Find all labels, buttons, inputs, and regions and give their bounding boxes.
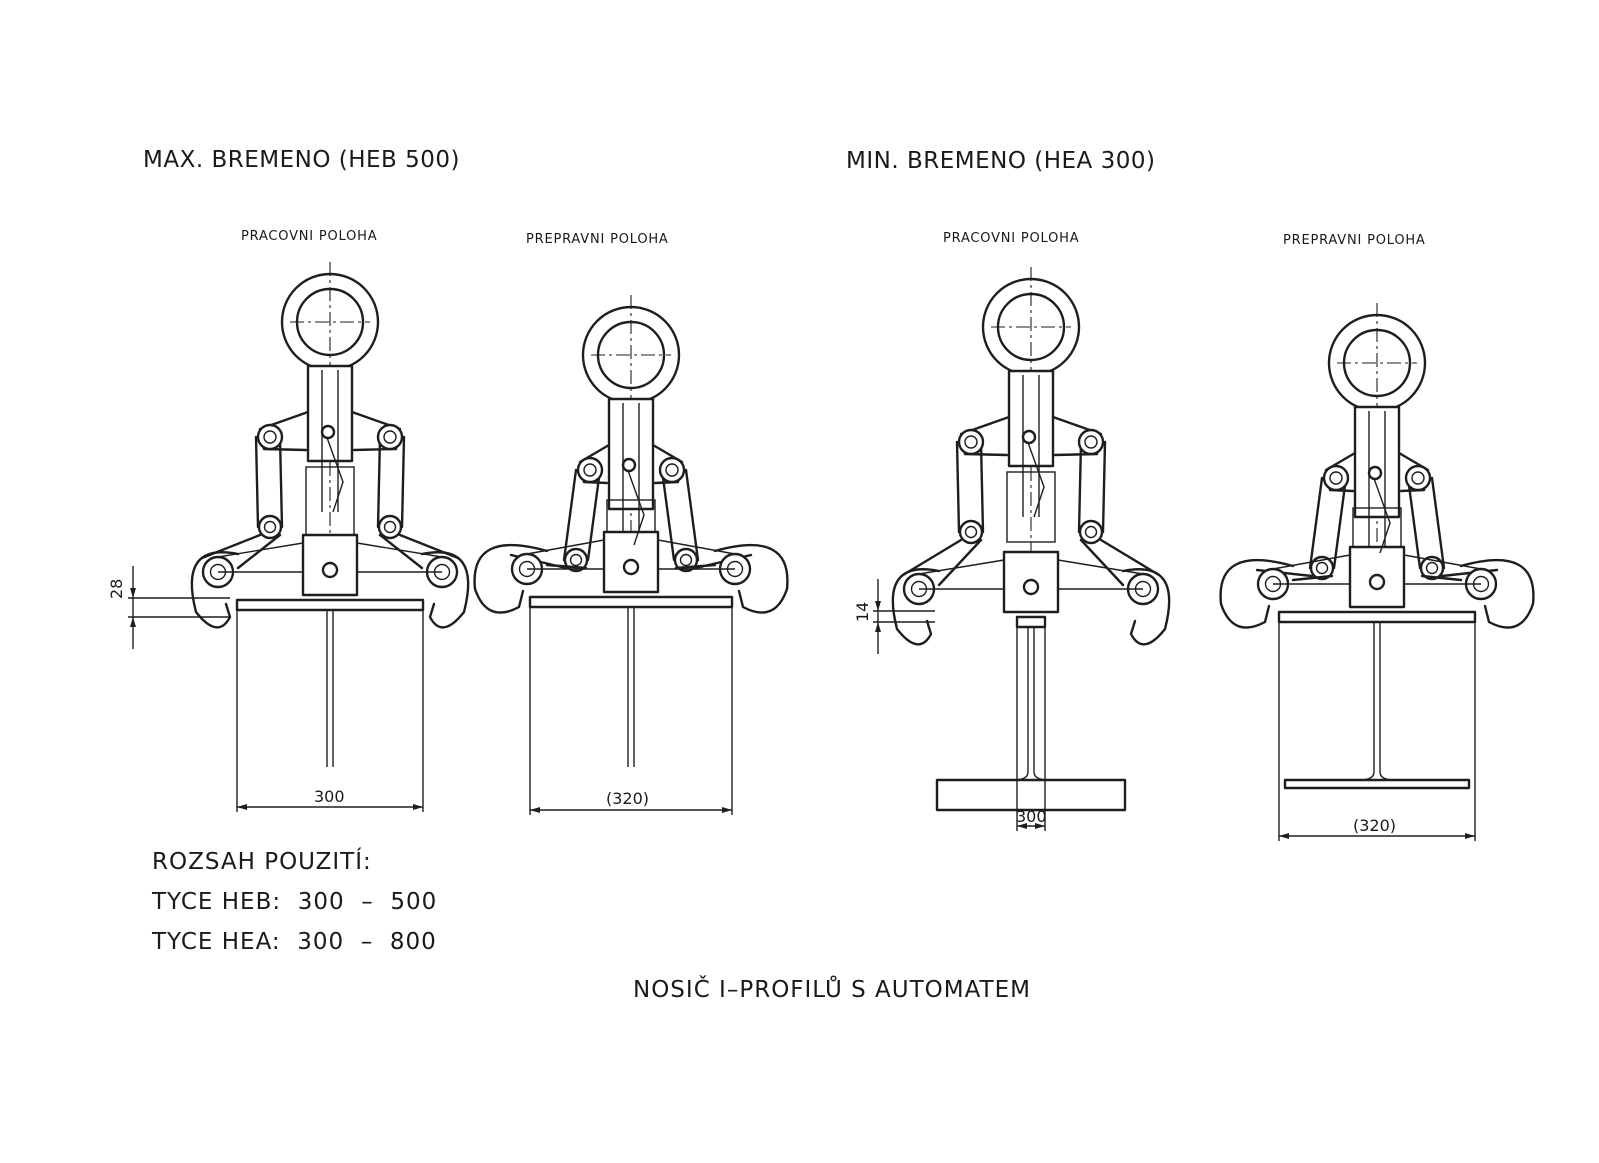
dimension-text-1: 300 [314,787,345,806]
drawing-caption: NOSIČ I–PROFILŮ S AUTOMATEM [633,977,1031,1003]
heading-max-load: MAX. BREMENO (HEB 500) [143,147,461,173]
gap-dimension-14: 14 [853,601,872,622]
dimension-text-2: (320) [606,789,650,808]
view-label-2: PREPRAVNI POLOHA [526,232,669,247]
clamp-view-3 [891,267,1171,831]
gap-dimension-lines [873,579,935,654]
dimension-text-4: (320) [1353,816,1397,835]
clamp-view-4 [1219,303,1535,841]
view-label-1: PRACOVNI POLOHA [241,229,378,244]
view-label-3: PRACOVNI POLOHA [943,231,1080,246]
gap-dimension-28: 28 [107,578,126,599]
view-label-4: PREPRAVNI POLOHA [1283,233,1426,248]
clamp-view-1 [190,262,470,812]
clamp-view-2 [473,295,789,815]
dimension-text-3: 300 [1016,807,1047,826]
usage-hea-range: TYCE HEA: 300 – 800 [152,929,437,955]
usage-heb-range: TYCE HEB: 300 – 500 [152,889,438,915]
heading-min-load: MIN. BREMENO (HEA 300) [846,148,1156,174]
gap-dimension-lines [128,566,230,649]
usage-title: ROZSAH POUZITÍ: [152,849,372,875]
